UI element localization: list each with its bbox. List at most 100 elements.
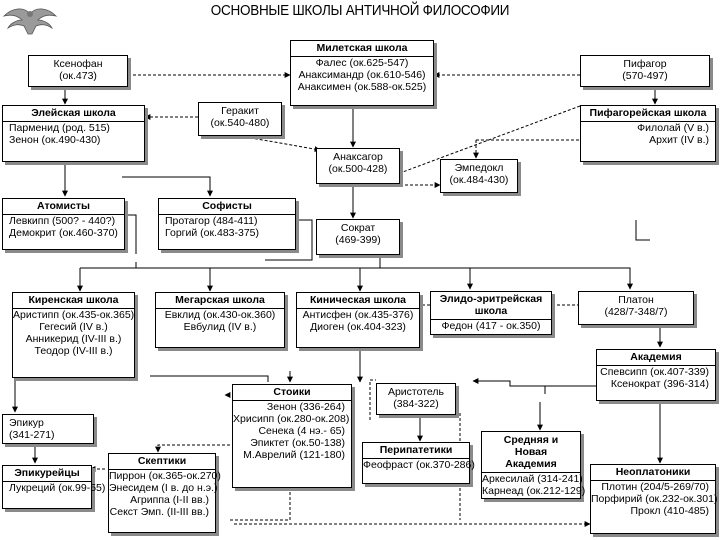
- box-header: Средняя и Новая Академия: [482, 432, 580, 473]
- philosopher-line: Агриппа (I-II вв.): [130, 494, 209, 506]
- philosopher-line: Пиррон (ок.365-ок.270): [109, 470, 221, 482]
- philosopher-line: Антисфен (ок.435-376): [302, 309, 414, 321]
- philosopher-line: Эпиктет (ок.50-138): [250, 437, 345, 449]
- box-header: Киническая школа: [297, 293, 419, 309]
- philosopher-line: Евклид (ок.430-ок.360): [164, 309, 276, 321]
- box-academy: Академия Спевсипп (ок.407-339) Ксенократ…: [596, 349, 716, 401]
- philosopher-line: (341-271): [9, 429, 55, 441]
- philosopher-line: Анаксимандр (ок.610-546): [298, 69, 426, 81]
- philosopher-line: Феофраст (ок.370-286): [363, 459, 475, 471]
- box-eleatic-school: Элейская школа Парменид (род. 515) Зенон…: [2, 105, 145, 162]
- philosopher-line: Ксенофан: [53, 58, 103, 70]
- philosopher-line: Платон: [618, 294, 654, 306]
- box-peripatetics: Перипатетики Феофраст (ок.370-286): [362, 442, 475, 484]
- box-header: Скептики: [109, 454, 215, 470]
- philosopher-line: Демокрит (ок.460-370): [9, 227, 118, 239]
- philosopher-line: Гегесий (IV в.): [39, 321, 108, 333]
- philosopher-line: Прокл (410-485): [630, 505, 709, 517]
- philosopher-line: (ок.473): [59, 70, 97, 82]
- box-header: Мегарская школа: [156, 293, 284, 309]
- philosopher-line: Лукреций (ок.99-55): [9, 482, 106, 494]
- box-header: Киренская школа: [13, 293, 134, 309]
- box-empedocles: Эмпедокл (ок.484-430): [440, 159, 518, 193]
- box-middle-new-academy: Средняя и Новая Академия Аркесилай (314-…: [481, 431, 586, 499]
- philosopher-line: Протагор (484-411): [165, 215, 258, 227]
- box-header: Элейская школа: [3, 106, 144, 122]
- box-header: Перипатетики: [363, 443, 469, 459]
- box-stoics: Стоики Зенон (336-264) Хрисипп (ок.280-о…: [232, 384, 352, 488]
- philosopher-line: Филолай (V в.): [637, 122, 709, 134]
- box-pythagoras: Пифагор (570-497): [580, 55, 710, 87]
- philosopher-line: Аркесилай (314-241): [482, 473, 583, 485]
- box-header: Эпикурейцы: [3, 466, 91, 482]
- philosopher-line: Эпикур: [9, 417, 44, 429]
- philosopher-line: Аристотель: [387, 386, 445, 398]
- box-epicureans: Эпикурейцы Лукреций (ок.99-55): [2, 465, 106, 509]
- philosopher-line: Горгий (ок.483-375): [165, 227, 260, 239]
- box-elis-eretrian-school: Элидо-эритрейская школа Федон (417 - ок.…: [430, 291, 552, 335]
- philosopher-line: Сократ: [340, 222, 376, 234]
- box-sophists: Софисты Протагор (484-411) Горгий (ок.48…: [158, 198, 296, 250]
- box-cynic-school: Киническая школа Антисфен (ок.435-376) Д…: [296, 292, 420, 348]
- philosopher-line: Карнеад (ок.212-129): [482, 485, 586, 497]
- philosopher-line: (ок.500-428): [328, 163, 388, 175]
- box-heraclitus: Геракит (ок.540-480): [198, 102, 282, 136]
- box-epicurus: Эпикур (341-271): [2, 414, 94, 444]
- philosopher-line: Анаксагор: [333, 151, 383, 163]
- philosopher-line: Анаксимен (ок.588-ок.525): [297, 81, 427, 93]
- philosopher-line: (570-497): [622, 70, 668, 82]
- philosopher-line: Сенека (4 нэ.- 65): [258, 425, 345, 437]
- box-pythagorean-school: Пифагорейская школа Филолай (V в.) Архит…: [580, 105, 716, 162]
- philosopher-line: Евбулид (IV в.): [183, 321, 257, 333]
- philosopher-line: Энесидем (I в. до н.э.): [109, 482, 218, 494]
- philosopher-line: М.Аврелий (121-180): [243, 449, 345, 461]
- box-header: Академия: [597, 350, 715, 366]
- philosopher-line: Геракит: [221, 105, 259, 117]
- philosopher-line: Аристипп (ок.435-ок.365): [13, 309, 135, 321]
- philosopher-line: Теодор (IV-III в.): [34, 345, 113, 357]
- box-socrates: Сократ (469-399): [316, 219, 400, 255]
- box-header: Стоики: [233, 385, 351, 401]
- philosopher-line: Хрисипп (ок.280-ок.208): [233, 413, 350, 425]
- philosopher-line: Спевсипп (ок.407-339): [600, 366, 709, 378]
- philosopher-line: Плотин (204/5-269/70): [601, 481, 709, 493]
- philosopher-line: (ок.484-430): [449, 174, 509, 186]
- philosopher-line: Зенон (336-264): [266, 401, 345, 413]
- box-header: Пифагорейская школа: [581, 106, 715, 122]
- box-miletus-school: Милетская школа Фалес (ок.625-547) Анакс…: [290, 40, 434, 106]
- philosopher-line: (469-399): [335, 234, 381, 246]
- box-atomists: Атомисты Левкипп (500? - 440?) Демокрит …: [2, 198, 125, 250]
- eagle-emblem-icon: [2, 8, 58, 35]
- philosopher-line: Секст Эмп. (II-III вв.): [109, 506, 209, 518]
- box-cyrenaic-school: Киренская школа Аристипп (ок.435-ок.365)…: [12, 292, 135, 378]
- box-plato: Платон (428/7-348/7): [578, 291, 694, 325]
- box-megarian-school: Мегарская школа Евклид (ок.430-ок.360) Е…: [155, 292, 285, 348]
- philosopher-line: Зенон (ок.490-430): [9, 134, 101, 146]
- box-xenophanes: Ксенофан (ок.473): [28, 55, 128, 87]
- philosopher-line: Фалес (ок.625-547): [315, 57, 409, 69]
- box-header: Атомисты: [3, 199, 124, 215]
- philosopher-line: Левкипп (500? - 440?): [9, 215, 116, 227]
- philosopher-line: Федон (417 - ок.350): [441, 320, 541, 332]
- philosopher-line: Диоген (ок.404-323): [310, 321, 406, 333]
- box-aristotle: Аристотель (384-322): [376, 383, 456, 415]
- philosopher-line: Эмпедокл: [454, 162, 504, 174]
- philosopher-line: Анникерид (IV-III в.): [25, 333, 122, 345]
- box-neoplatonists: Неоплатоники Плотин (204/5-269/70) Порфи…: [590, 464, 718, 534]
- box-skeptics: Скептики Пиррон (ок.365-ок.270) Энесидем…: [108, 453, 221, 533]
- page-title: ОСНОВНЫЕ ШКОЛЫ АНТИЧНОЙ ФИЛОСОФИИ: [210, 2, 510, 19]
- box-header: Элидо-эритрейская школа: [431, 292, 551, 320]
- philosopher-line: Порфирий (ок.232-ок.301): [591, 493, 718, 505]
- philosopher-line: Ксенократ (396-314): [610, 378, 709, 390]
- box-header: Неоплатоники: [591, 465, 715, 481]
- box-anaxagoras: Анаксагор (ок.500-428): [316, 148, 400, 184]
- box-header: Милетская школа: [291, 41, 433, 57]
- philosopher-line: Парменид (род. 515): [9, 122, 110, 134]
- philosopher-line: (428/7-348/7): [604, 306, 668, 318]
- philosopher-line: (ок.540-480): [210, 117, 270, 129]
- philosopher-line: (384-322): [393, 398, 439, 410]
- box-header: Софисты: [159, 199, 295, 215]
- philosopher-line: Архит (IV в.): [649, 134, 709, 146]
- philosopher-line: Пифагор: [623, 58, 667, 70]
